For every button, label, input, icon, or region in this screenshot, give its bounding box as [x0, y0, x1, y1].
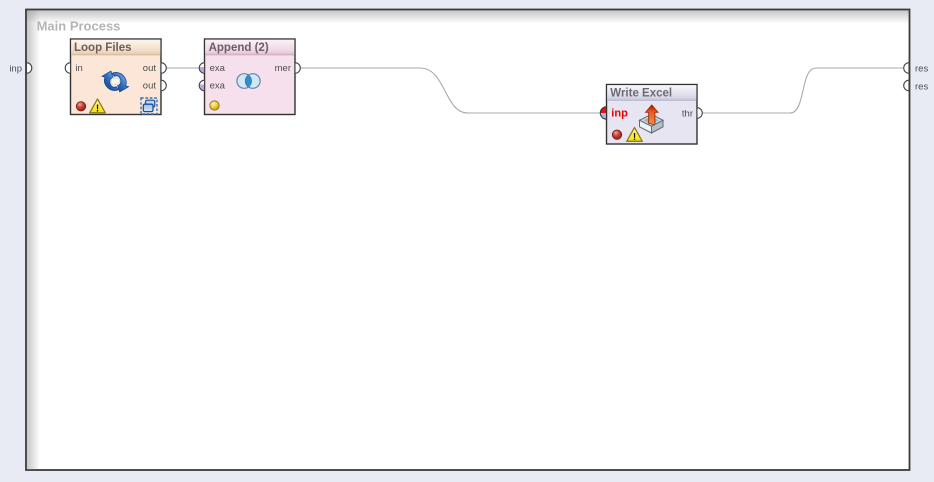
svg-text:Append (2): Append (2)	[209, 42, 269, 54]
svg-text:Write Excel: Write Excel	[610, 87, 672, 99]
svg-text:exa: exa	[210, 63, 226, 74]
svg-text:Loop Files: Loop Files	[74, 42, 132, 54]
svg-text:thr: thr	[682, 109, 693, 120]
svg-text:!: !	[96, 103, 99, 114]
svg-text:!: !	[633, 132, 636, 143]
svg-text:inp: inp	[9, 64, 22, 75]
svg-text:mer: mer	[275, 63, 291, 74]
svg-text:out: out	[143, 81, 157, 92]
svg-text:inp: inp	[611, 108, 628, 120]
svg-text:exa: exa	[210, 81, 226, 92]
svg-text:res: res	[915, 82, 928, 93]
svg-text:out: out	[143, 63, 157, 74]
svg-text:Main Process: Main Process	[37, 18, 121, 33]
svg-text:res: res	[915, 64, 928, 75]
svg-text:in: in	[75, 63, 82, 74]
